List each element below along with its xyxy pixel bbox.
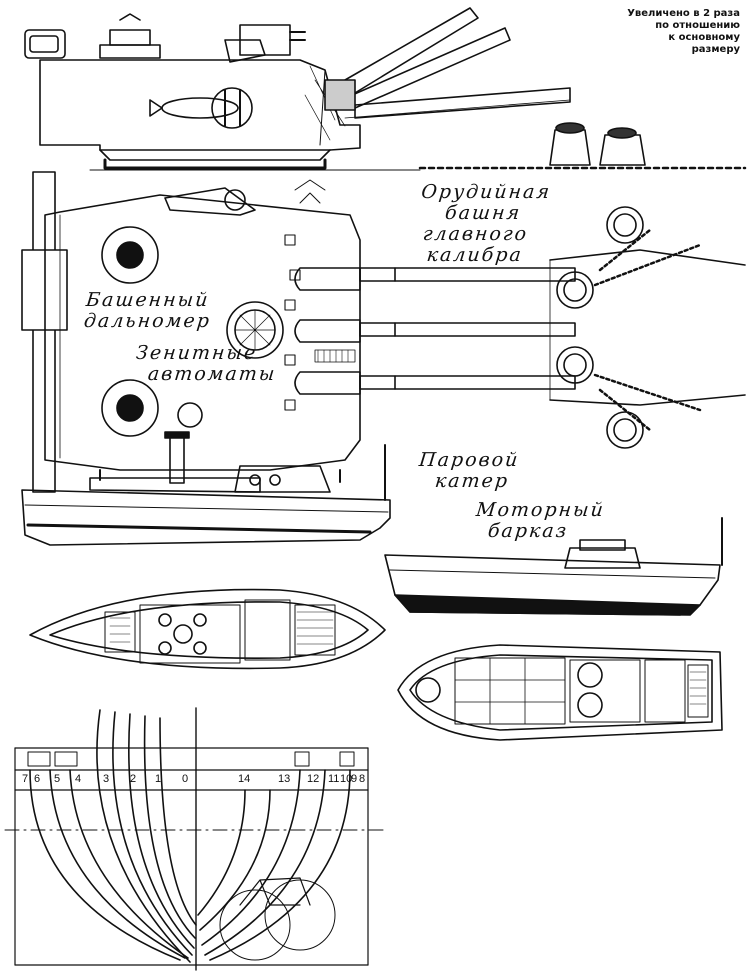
aa-guns-label-line: Зенитные <box>135 342 259 364</box>
station-number: 8 <box>359 773 366 785</box>
turret-label-line: калибра <box>425 244 525 266</box>
station-number: 0 <box>182 773 189 785</box>
steam-cutter-side-view <box>21 431 391 546</box>
scale-note-line: по отношению <box>655 20 740 31</box>
turret-side-view <box>24 7 747 171</box>
station-number: 2 <box>130 773 137 785</box>
scale-note-line: размеру <box>691 44 740 55</box>
steam-cutter-plan-view <box>29 588 386 670</box>
station-number: 5 <box>54 773 61 785</box>
turret-label-line: Орудийная <box>420 181 553 203</box>
aa-guns-label-line: автоматы <box>146 363 278 385</box>
steam-cutter-label: Паровой катер <box>416 449 521 492</box>
aa-guns-label: Зенитные автоматы <box>133 342 280 385</box>
turret-label-line: главного <box>421 223 530 245</box>
motor-launch-plan-view <box>397 644 723 741</box>
rangefinder-label: Башенный дальномер <box>82 289 214 332</box>
station-number: 1 <box>155 773 162 785</box>
scale-note: Увеличено в 2 раза по отношению к основн… <box>600 8 740 56</box>
motor-launch-label-line: Моторный <box>475 499 607 521</box>
station-number: 14 <box>238 773 251 785</box>
motor-launch-side-view <box>384 517 723 616</box>
scale-note-line: Увеличено в 2 раза <box>627 8 740 19</box>
station-number: 7 <box>22 773 29 785</box>
station-number: 3 <box>103 773 110 785</box>
station-number: 12 <box>307 773 320 785</box>
turret-label-line: башня <box>444 202 523 224</box>
station-number: 9 <box>351 773 358 785</box>
motor-launch-label-line: барказ <box>486 520 570 542</box>
station-number: 11 <box>328 773 340 785</box>
steam-cutter-label-line: Паровой <box>418 449 521 471</box>
station-number: 10 <box>340 773 353 785</box>
station-number: 6 <box>34 773 41 785</box>
rangefinder-label-line: дальномер <box>82 310 213 332</box>
station-number: 4 <box>75 773 82 785</box>
steam-cutter-label-line: катер <box>433 470 511 492</box>
scale-note-line: к основному <box>668 32 740 43</box>
motor-launch-label: Моторный барказ <box>473 499 607 542</box>
station-number: 13 <box>278 773 291 785</box>
turret-label: Орудийная башня главного калибра <box>414 181 553 266</box>
turret-plan-view <box>21 171 746 493</box>
rangefinder-label-line: Башенный <box>85 289 211 311</box>
lines-plan <box>4 707 386 971</box>
